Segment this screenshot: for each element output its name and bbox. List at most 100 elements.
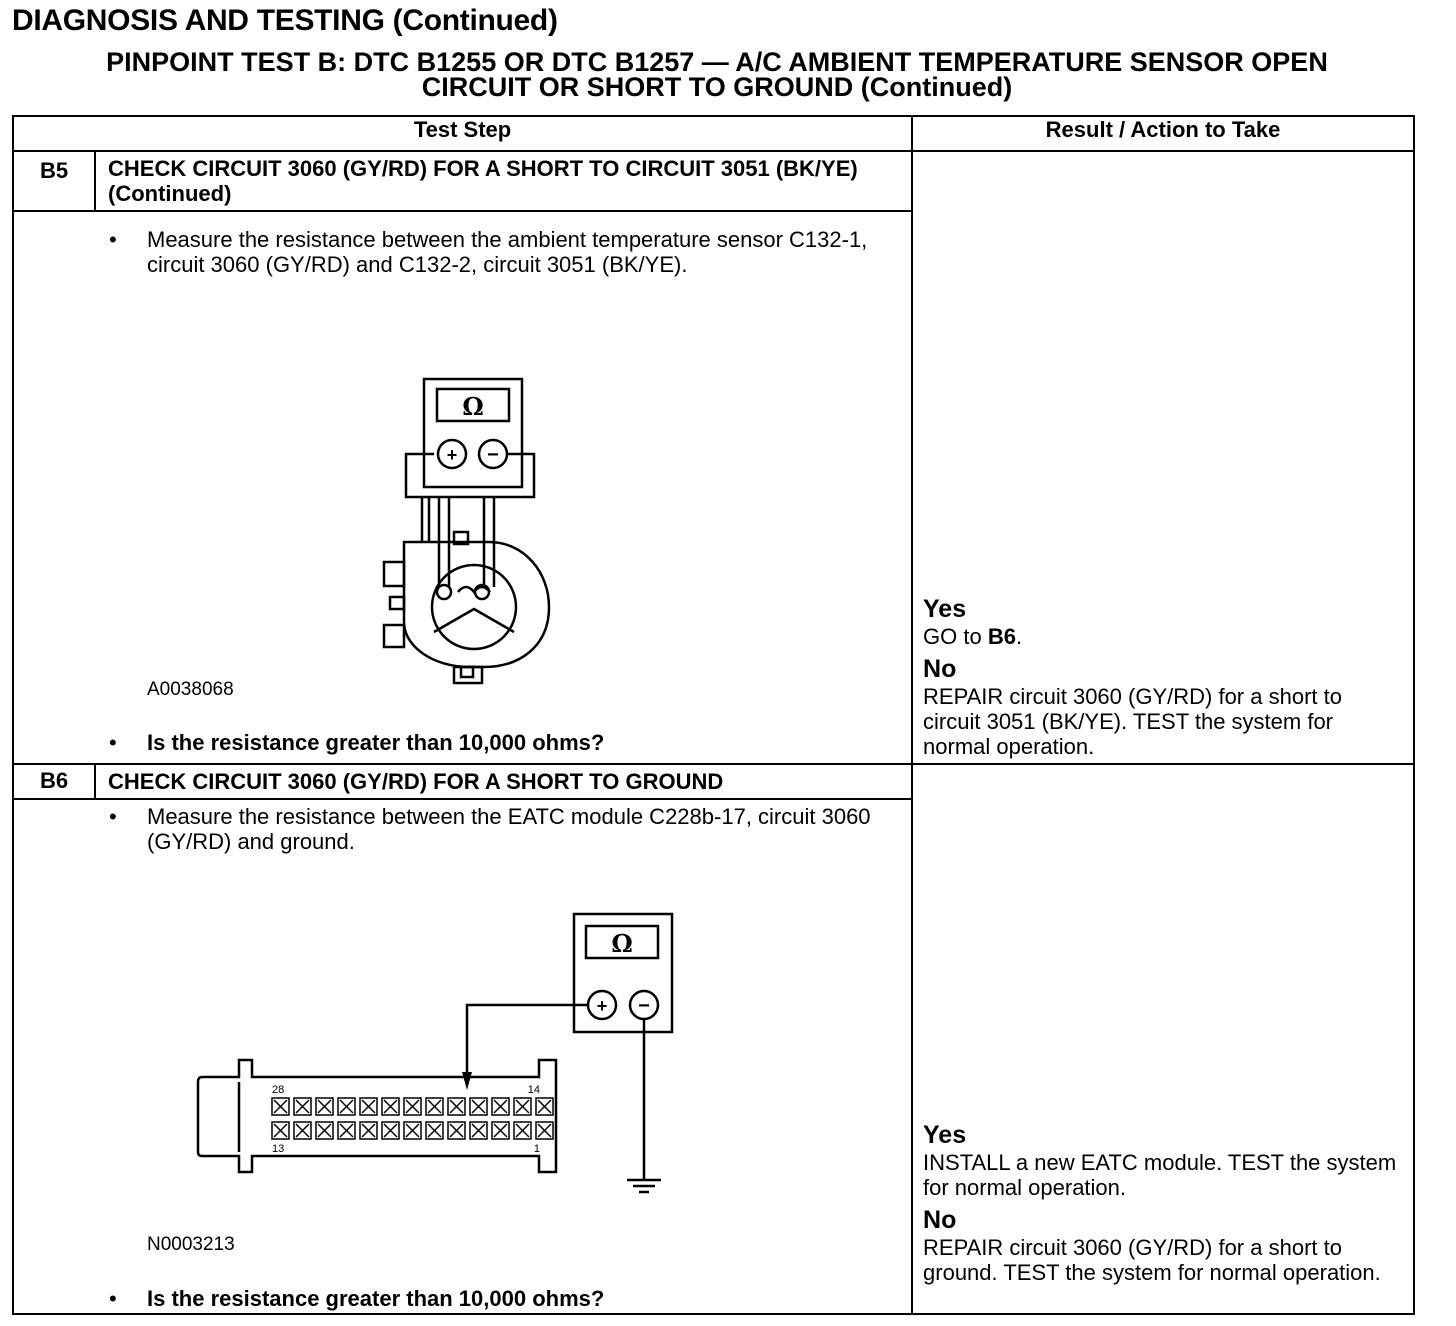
connector-pin-mark <box>339 1099 354 1114</box>
step-heading-b5: CHECK CIRCUIT 3060 (GY/RD) FOR A SHORT T… <box>93 150 914 212</box>
pinpoint-test-title: PINPOINT TEST B: DTC B1255 OR DTC B1257 … <box>12 47 1422 102</box>
pin-label-28: 28 <box>272 1084 284 1096</box>
connector-pin-cavity <box>491 1097 510 1116</box>
connector-pin-mark <box>493 1123 508 1138</box>
document-title: DIAGNOSIS AND TESTING (Continued) <box>12 4 558 37</box>
connector-pin-cavity <box>381 1097 400 1116</box>
connector-pin-cavity <box>403 1097 422 1116</box>
connector-pin-cavity <box>425 1097 444 1116</box>
yes-label: Yes <box>923 595 967 623</box>
result-yes-b6: Yes INSTALL a new EATC module. TEST the … <box>923 1121 1403 1285</box>
pin-label-13: 13 <box>272 1143 284 1155</box>
yes-action: GO to B6. <box>923 624 1403 649</box>
connector-pin-cavity <box>293 1097 312 1116</box>
result-yes-b5: Yes GO to B6. No REPAIR circuit 3060 (GY… <box>923 595 1403 759</box>
figure-id-b5: A0038068 <box>147 679 234 700</box>
bullet: • <box>109 804 117 829</box>
yes-action: INSTALL a new EATC module. TEST the syst… <box>923 1150 1397 1200</box>
connector-pin-mark <box>361 1123 376 1138</box>
sensor-meter-diagram: Ω + − <box>382 377 551 685</box>
bullet: • <box>109 1286 117 1311</box>
ohm-symbol: Ω <box>462 392 483 421</box>
instruction-b5: Measure the resistance between the ambie… <box>147 227 868 277</box>
connector-pin-mark <box>471 1099 486 1114</box>
step-id-b5: B5 <box>12 150 96 212</box>
connector-pin-cavity <box>359 1097 378 1116</box>
pinpoint-test-title-line1: PINPOINT TEST B: DTC B1255 OR DTC B1257 … <box>106 47 1328 77</box>
step-body-b5: • Measure the resistance between the amb… <box>11 210 914 765</box>
connector-pin-mark <box>449 1123 464 1138</box>
plus-terminal-icon: + <box>597 996 608 1016</box>
connector-pin-mark <box>273 1123 288 1138</box>
connector-pin-cavity <box>359 1121 378 1140</box>
connector-pin-mark <box>273 1099 288 1114</box>
connector-pin-mark <box>317 1123 332 1138</box>
connector-pin-cavity <box>381 1121 400 1140</box>
bullet: • <box>109 730 117 755</box>
pinpoint-test-title-line2: CIRCUIT OR SHORT TO GROUND (Continued) <box>421 72 1013 102</box>
connector-pin-cavity <box>491 1121 510 1140</box>
connector-pin-mark <box>515 1099 530 1114</box>
connector-pin-mark <box>405 1123 420 1138</box>
connector-pin-cavity <box>447 1121 466 1140</box>
connector-pin-mark <box>427 1099 442 1114</box>
connector-pin-mark <box>361 1099 376 1114</box>
connector-pin-mark <box>449 1099 464 1114</box>
result-cell-b5: Yes GO to B6. No REPAIR circuit 3060 (GY… <box>911 150 1416 765</box>
minus-terminal-icon: − <box>487 444 499 466</box>
connector-pin-mark <box>295 1123 310 1138</box>
no-action: REPAIR circuit 3060 (GY/RD) for a short … <box>923 1235 1381 1285</box>
question-b6: Is the resistance greater than 10,000 oh… <box>147 1286 605 1311</box>
connector-pin-cavity <box>271 1097 290 1116</box>
plus-terminal-icon: + <box>447 445 458 465</box>
connector-pin-mark <box>493 1099 508 1114</box>
connector-pin-cavity <box>535 1097 554 1116</box>
pin-label-1: 1 <box>534 1143 540 1155</box>
connector-pin-cavity <box>337 1121 356 1140</box>
column-header-test-step: Test Step <box>11 115 914 152</box>
connector-pin-cavity <box>315 1097 334 1116</box>
yes-action-text: GO to <box>923 624 988 649</box>
figure-id-b6: N0003213 <box>147 1234 235 1255</box>
connector-pin-cavity <box>271 1121 290 1140</box>
connector-pin-mark <box>405 1099 420 1114</box>
ohm-symbol: Ω <box>611 929 632 958</box>
no-action: REPAIR circuit 3060 (GY/RD) for a short … <box>923 684 1342 759</box>
connector-pin-mark <box>471 1123 486 1138</box>
connector-pin-cavity <box>469 1121 488 1140</box>
question-b5: Is the resistance greater than 10,000 oh… <box>147 730 605 755</box>
step-body-b6: • Measure the resistance between the EAT… <box>11 798 914 1315</box>
connector-pin-mark <box>537 1099 552 1114</box>
instruction-b6: Measure the resistance between the EATC … <box>147 804 871 854</box>
connector-pin-cavity <box>315 1121 334 1140</box>
connector-pin-mark <box>383 1123 398 1138</box>
connector-pin-mark <box>427 1123 442 1138</box>
yes-action-period: . <box>1015 624 1023 649</box>
connector-pin-mark <box>515 1123 530 1138</box>
connector-pin-cavity <box>403 1121 422 1140</box>
yes-label: Yes <box>923 1121 967 1149</box>
connector-pin-mark <box>537 1123 552 1138</box>
column-header-result: Result / Action to Take <box>911 115 1416 152</box>
connector-pin-cavity <box>293 1121 312 1140</box>
pin-label-14: 14 <box>528 1084 540 1096</box>
connector-pin-cavity <box>425 1121 444 1140</box>
connector-pin-cavity <box>513 1121 532 1140</box>
result-cell-b6: Yes INSTALL a new EATC module. TEST the … <box>911 763 1416 1315</box>
connector-pin-cavity <box>513 1097 532 1116</box>
no-label: No <box>923 1206 957 1234</box>
connector-pin-cavity <box>469 1097 488 1116</box>
step-id-b6: B6 <box>12 763 96 800</box>
goto-step-link: B6 <box>987 624 1016 649</box>
minus-terminal-icon: − <box>638 995 650 1017</box>
bullet: • <box>109 227 117 252</box>
connector-pin-cavity <box>337 1097 356 1116</box>
connector-pin-mark <box>383 1099 398 1114</box>
connector-pin-mark <box>295 1099 310 1114</box>
pinpoint-test-table: Test Step Result / Action to Take B5 CHE… <box>11 115 1416 1315</box>
connector-pin-cavity <box>535 1121 554 1140</box>
step-heading-b6: CHECK CIRCUIT 3060 (GY/RD) FOR A SHORT T… <box>93 763 914 800</box>
connector-pin-mark <box>317 1099 332 1114</box>
connector-pin-cavity <box>447 1097 466 1116</box>
no-label: No <box>923 655 957 683</box>
